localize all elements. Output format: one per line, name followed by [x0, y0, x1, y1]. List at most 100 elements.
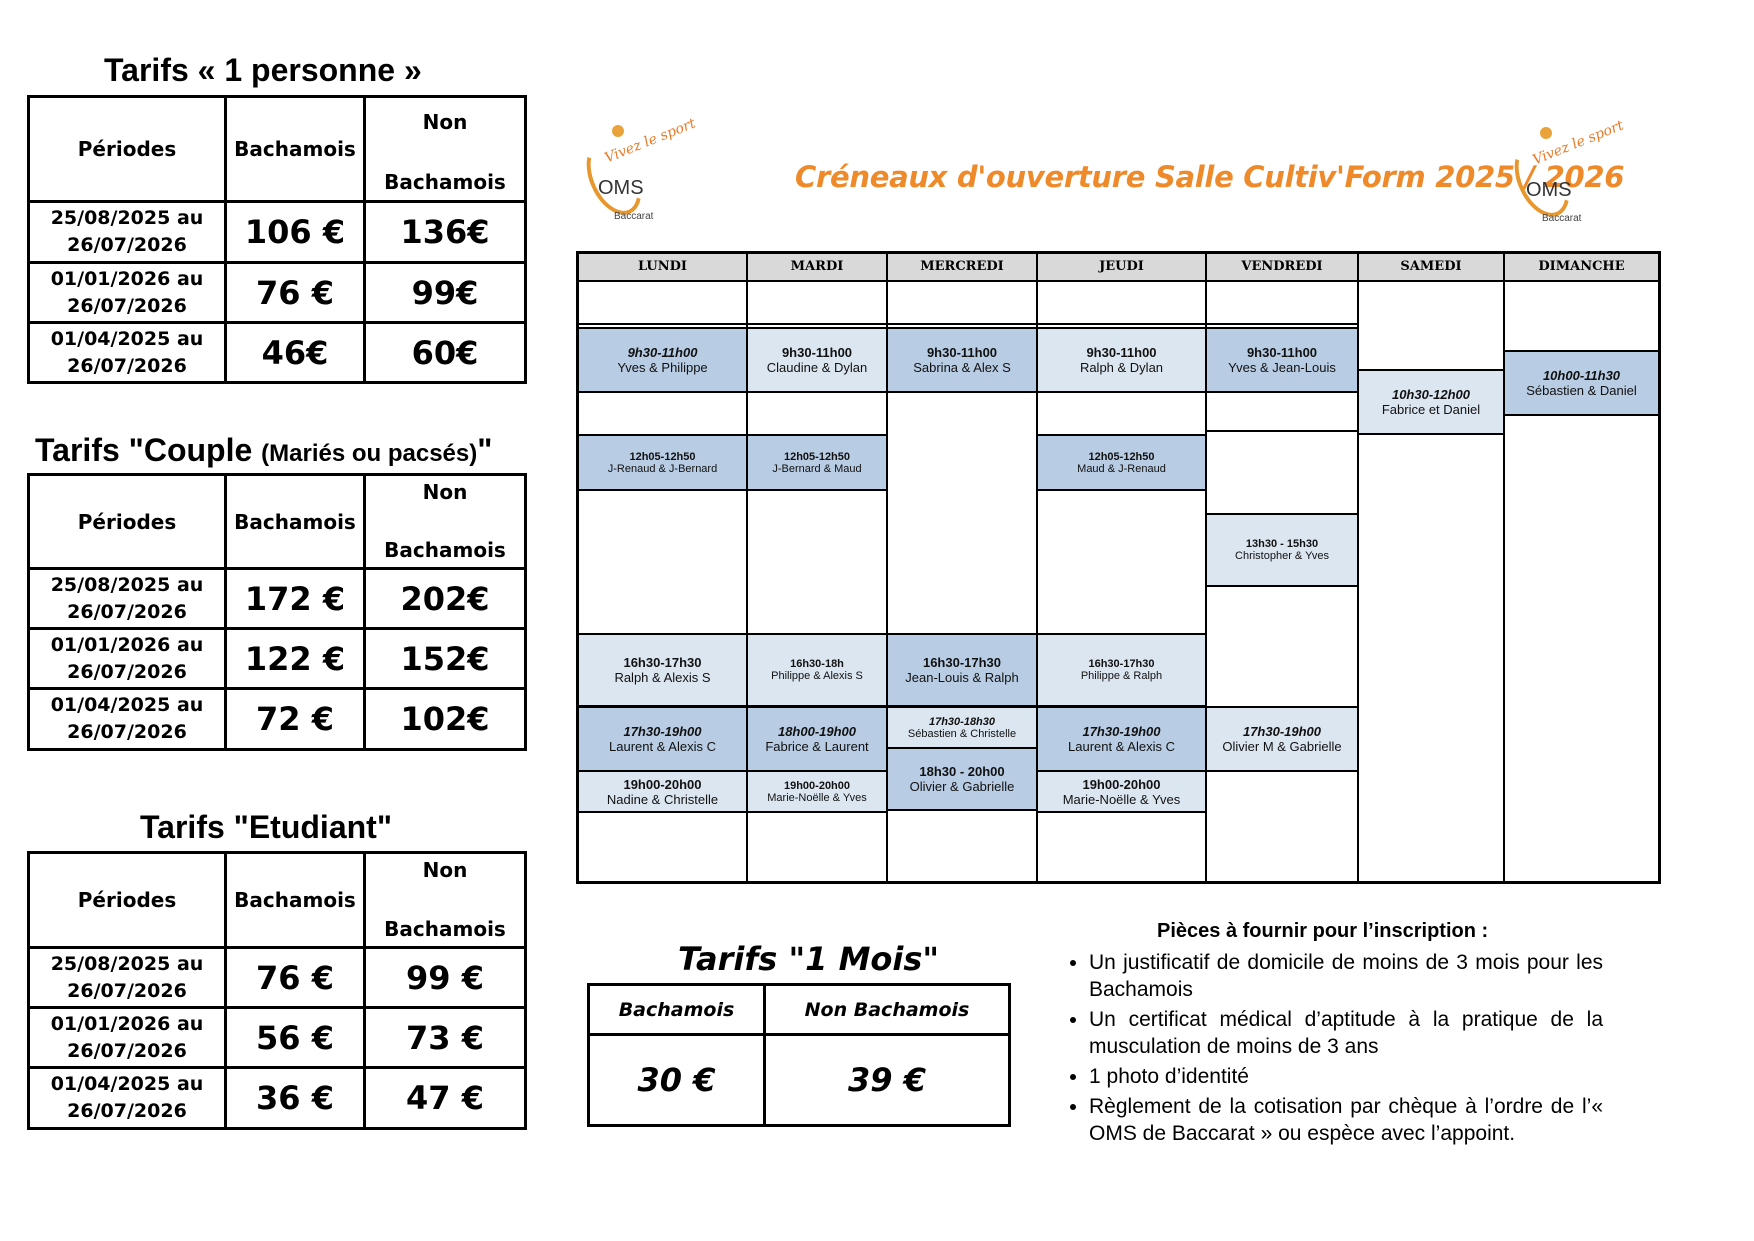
price-bachamois: 30 € — [587, 1033, 766, 1127]
price-non-bachamois: 73 € — [363, 1006, 527, 1069]
oms-logo-left: Vivez le sport OMS Baccarat — [575, 115, 698, 225]
pieces-list: Un justificatif de domicile de moins de … — [1067, 949, 1603, 1150]
price-non-bachamois: 152€ — [363, 627, 527, 690]
price-bachamois: 56 € — [224, 1006, 366, 1069]
header-bachamois: Bachamois — [224, 473, 366, 570]
price-bachamois: 36 € — [224, 1066, 366, 1130]
price-non-bachamois: 136€ — [363, 200, 527, 264]
price-bachamois: 76 € — [224, 946, 366, 1009]
tarif-couple-table: Périodes Bachamois Non Bachamois 25/08/2… — [27, 473, 527, 751]
tarif-etudiant-title: Tarifs "Etudiant" — [140, 809, 392, 845]
day-header: SAMEDI — [1359, 254, 1503, 282]
header-bachamois: Bachamois — [224, 851, 366, 949]
header-periodes: Périodes — [27, 95, 227, 203]
header-bachamois: Bachamois — [224, 95, 366, 203]
price-non-bachamois: 102€ — [363, 687, 527, 751]
price-non-bachamois: 99 € — [363, 946, 527, 1009]
header-periodes: Périodes — [27, 473, 227, 570]
price-bachamois: 172 € — [224, 567, 366, 630]
day-header: MERCREDI — [888, 254, 1036, 282]
list-item: 1 photo d’identité — [1089, 1063, 1603, 1090]
day-header: LUNDI — [579, 254, 746, 282]
price-bachamois: 122 € — [224, 627, 366, 690]
table-header-row: Périodes Bachamois Non Bachamois — [27, 851, 527, 949]
price-non-bachamois: 39 € — [763, 1033, 1011, 1127]
pieces-title: Pièces à fournir pour l’inscription : — [1157, 920, 1489, 942]
header-bachamois: Bachamois — [587, 983, 766, 1036]
tarif-mois-title: Tarifs "1 Mois" — [678, 940, 940, 978]
price-bachamois: 106 € — [224, 200, 366, 264]
schedule-title: Créneaux d'ouverture Salle Cultiv'Form 2… — [795, 160, 1625, 194]
header-non-bachamois: Non Bachamois — [763, 983, 1011, 1036]
table-row: 30 € 39 € — [587, 1033, 1011, 1127]
table-header-row: Périodes Bachamois Non Bachamois — [27, 473, 527, 570]
table-header-row: Périodes Bachamois Non Bachamois — [27, 95, 527, 203]
oms-logo-right: Vivez le sport OMS Baccarat — [1503, 117, 1626, 227]
tarif-mois-table: Bachamois Non Bachamois 30 € 39 € — [587, 983, 1011, 1127]
header-periodes: Périodes — [27, 851, 227, 949]
list-item: Un certificat médical d’aptitude à la pr… — [1089, 1006, 1603, 1060]
price-non-bachamois: 60€ — [363, 321, 527, 384]
day-header: DIMANCHE — [1505, 254, 1658, 282]
price-non-bachamois: 202€ — [363, 567, 527, 630]
day-header: MARDI — [748, 254, 886, 282]
price-non-bachamois: 99€ — [363, 261, 527, 324]
price-non-bachamois: 47 € — [363, 1066, 527, 1130]
tarif-couple-title: Tarifs "Couple (Mariés ou pacsés)" — [35, 432, 493, 468]
tarif-etudiant-table: Périodes Bachamois Non Bachamois 25/08/2… — [27, 851, 527, 1130]
tarif-1-title: Tarifs « 1 personne » — [104, 52, 422, 89]
price-bachamois: 76 € — [224, 261, 366, 324]
list-item: Règlement de la cotisation par chèque à … — [1089, 1093, 1603, 1147]
tarif-1-table: Périodes Bachamois Non Bachamois 25/08/2… — [27, 95, 527, 384]
header-non-bachamois: Non Bachamois — [363, 473, 527, 570]
list-item: Un justificatif de domicile de moins de … — [1089, 949, 1603, 1003]
header-non-bachamois: Non Bachamois — [363, 95, 527, 203]
tarif-1-title-text: Tarifs « 1 personne » — [104, 52, 422, 88]
table-header-row: Bachamois Non Bachamois — [587, 983, 1011, 1036]
